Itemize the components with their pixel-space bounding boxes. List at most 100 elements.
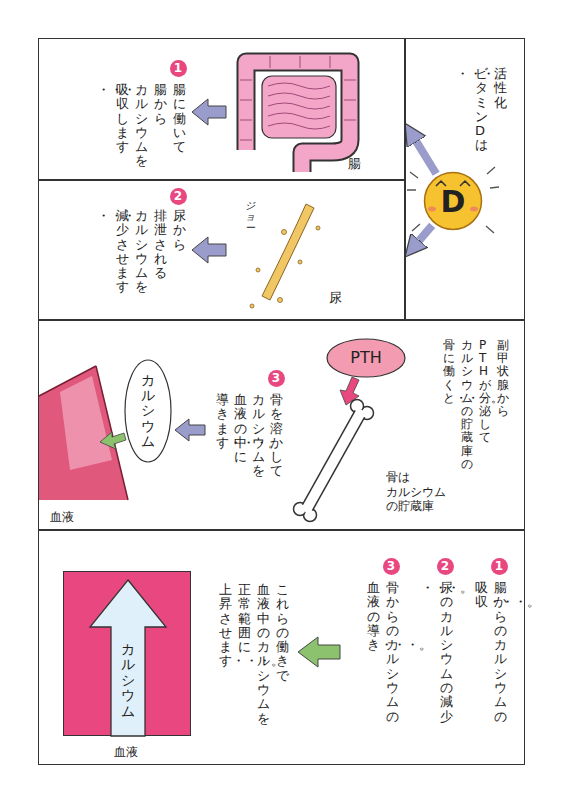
panel: 副甲状腺から PTHが分泌して カルシウムの貯蔵庫の 骨に働くと・・・。骨を溶か…: [38, 320, 525, 530]
blood-vessel: [39, 366, 128, 500]
text-column: 減少させます: [116, 209, 129, 295]
node-text: 腸に働いて 腸から カルシウムを 吸収します ・・・。: [97, 83, 186, 169]
sound-effect: ジョー: [245, 200, 255, 233]
text-column: 上昇させます・・・。: [219, 583, 232, 669]
drop: [316, 226, 320, 230]
sparkle: [407, 167, 499, 233]
text-column: 活性化: [494, 67, 507, 110]
ellipse-shape: [125, 360, 171, 462]
blood-box: カルシウム: [63, 571, 191, 736]
calcium-arrow: [100, 432, 126, 449]
summary-arrow: [298, 637, 340, 667]
node-text: 活性化 ビタミンDは ・・・。: [456, 67, 507, 153]
connector-arrow: [419, 225, 432, 240]
text-column: 副甲状腺から: [497, 339, 509, 418]
callout-number: 1: [170, 60, 187, 77]
face-blush: [428, 207, 436, 212]
vessel-highlight: [60, 376, 112, 470]
text-column: 骨に働くと・・・。: [443, 339, 455, 405]
text-column: これらの働きで: [276, 583, 289, 683]
node-text: 尿から 排泄される カルシウムを 減少させます ・・・。: [97, 209, 186, 295]
flow-arrow: [175, 419, 205, 441]
node-text: D: [441, 185, 466, 218]
part-label: 腸: [348, 156, 361, 172]
vessel-wall: [39, 366, 128, 500]
urine-stream: [262, 204, 314, 300]
text-column: ・・・。: [97, 209, 110, 223]
part-label: 血液: [114, 745, 138, 759]
vitamin-d-circle: D: [423, 171, 483, 231]
colon: [246, 62, 350, 172]
fold-line: [268, 93, 330, 99]
text-column: カルシウム: [141, 373, 155, 450]
small-intestine: [262, 76, 336, 138]
part-label: 尿: [329, 290, 342, 306]
node-text: 骨からのカルシウムの 血液の導き・・・。: [367, 581, 399, 724]
text-column: ・・・。: [456, 67, 469, 81]
text-column: カルシウムを: [252, 393, 265, 479]
text-column: 血液の導き・・・。: [367, 581, 380, 652]
fold-line: [268, 123, 330, 129]
text-column: 吸収・・・。: [475, 581, 488, 610]
panel-cell: 尿から 排泄される カルシウムを 減少させます ・・・。: [38, 180, 405, 320]
text-column: カルシウムを: [135, 83, 148, 169]
flow-arrow: [192, 99, 226, 125]
bone-shaft: [305, 410, 362, 512]
text-column: 吸収します: [116, 83, 129, 154]
node-text: 副甲状腺から PTHが分泌して カルシウムの貯蔵庫の 骨に働くと・・・。: [443, 339, 509, 471]
bone-knob-fill: [295, 504, 305, 514]
text-column: 骨を溶かして: [270, 393, 283, 479]
text-column: 尿から: [173, 209, 186, 252]
callout-number: 3: [268, 370, 285, 387]
drop: [256, 268, 260, 272]
part-label: 骨は カルシウム の貯蔵庫: [386, 470, 446, 513]
text-line: の貯蔵庫: [386, 499, 446, 513]
flow-arrow: [192, 237, 226, 263]
text-column: 腸に働いて: [173, 83, 186, 154]
node-text: 骨を溶かして カルシウムを 血液の中に 導きます・・・。: [216, 393, 283, 479]
text-column: ビタミンDは: [475, 67, 488, 153]
text-line: カルシウム: [386, 485, 446, 499]
text-column: ・・・。: [97, 83, 110, 97]
callout-number: 1: [491, 558, 508, 575]
text-column: 導きます・・・。: [216, 393, 229, 450]
text-column: カルシウムの貯蔵庫の: [461, 339, 473, 471]
hormone-ellipse: PTH: [326, 338, 406, 378]
text-column: カルシウムを: [135, 209, 148, 295]
bone-knob-fill: [305, 510, 315, 520]
text-column: PTHが分泌して: [479, 339, 491, 445]
callout-number: 2: [437, 558, 454, 575]
text-column: 骨からのカルシウムの: [386, 581, 399, 724]
bone: [294, 400, 374, 522]
node-text: カルシウム: [141, 373, 155, 450]
text-column: ジョー: [245, 200, 255, 233]
node-text: カルシウム: [121, 642, 135, 719]
text-column: 正常範囲に: [238, 583, 251, 654]
text-line: 骨は: [386, 470, 446, 484]
calcium-ellipse: カルシウム: [124, 359, 172, 463]
urine-drops: [250, 226, 320, 308]
bone-knob-fill: [362, 408, 372, 418]
node-text: PTH: [350, 349, 381, 367]
panel-cell: 活性化 ビタミンDは ・・・。 D: [405, 38, 525, 320]
callout-number: 2: [170, 188, 187, 205]
text-column: 腸から: [154, 83, 167, 126]
drop: [278, 298, 283, 303]
text-column: 血液の中に: [234, 393, 247, 464]
sparkle-lines: [407, 167, 499, 233]
text-column: 排泄される: [154, 209, 167, 280]
sun-circle: [425, 173, 482, 230]
text-column: 腸からのカルシウムの: [494, 581, 507, 724]
rising-arrow: [90, 580, 166, 736]
node-text: 尿のカルシウムの減少 ・・・。: [421, 581, 453, 724]
part-label: 血液: [50, 510, 74, 524]
text-column: カルシウム: [121, 642, 135, 719]
callout-number: 3: [383, 558, 400, 575]
fold-line: [268, 113, 330, 119]
node-text: 腸からのカルシウムの 吸収・・・。: [475, 581, 507, 724]
text-column: 血液中のカルシウムを: [257, 583, 270, 726]
fold-line: [268, 83, 330, 89]
drop: [298, 260, 302, 264]
ellipse-shape: [327, 339, 405, 377]
text-column: ・・・。: [421, 581, 434, 595]
